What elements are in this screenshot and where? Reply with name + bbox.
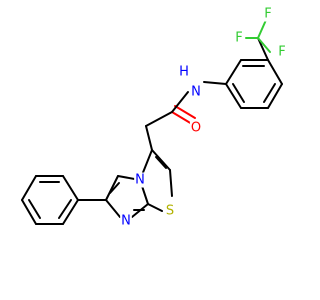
fluorine-label: F <box>278 45 285 60</box>
oxygen-label: O <box>191 121 201 136</box>
fluorine-label: F <box>264 7 271 22</box>
bond <box>58 199 72 219</box>
bond <box>225 59 242 85</box>
atom-label-background <box>164 203 176 219</box>
atom-label-background <box>277 44 287 60</box>
bond <box>62 199 79 225</box>
atom-label-background <box>189 120 203 136</box>
phenyl-ring <box>21 175 79 225</box>
bond <box>28 199 41 219</box>
atom-f-2: F <box>263 6 273 22</box>
atom-label-background <box>190 84 202 100</box>
atom-f-1: F <box>234 30 244 46</box>
bond <box>203 81 227 85</box>
bond <box>267 59 283 85</box>
atom-label-background <box>178 64 190 80</box>
bond <box>257 37 269 61</box>
bond <box>263 83 276 103</box>
bond <box>151 149 171 171</box>
trifluoromethyl-group <box>245 19 271 61</box>
bond <box>155 156 167 169</box>
bond <box>257 19 267 39</box>
bond <box>267 83 283 109</box>
bond <box>257 37 271 53</box>
atom-s-thiazole: S <box>164 203 176 219</box>
bond <box>21 175 37 201</box>
atom-n-imidazole: N <box>120 213 132 229</box>
bond <box>171 91 189 113</box>
bond <box>21 199 37 225</box>
atom-label-background <box>120 213 132 229</box>
bond <box>169 169 173 197</box>
bond <box>147 203 163 212</box>
fluorine-label: F <box>235 31 242 46</box>
atom-n-bridge: N <box>134 172 146 188</box>
aryl-ring <box>225 59 283 109</box>
atom-label-background <box>263 6 273 22</box>
atom-h-amide: H <box>178 64 190 80</box>
bond <box>105 175 119 201</box>
molecule-structure: N H O F F F N N S <box>21 6 287 229</box>
bond <box>145 111 173 127</box>
bond <box>109 182 120 194</box>
atom-n-amide: N <box>190 84 202 100</box>
atom-f-3: F <box>277 44 287 60</box>
hydrogen-label: H <box>179 65 189 80</box>
bond <box>171 111 193 125</box>
acetamide-linker <box>145 81 227 151</box>
bond <box>62 175 79 201</box>
bond <box>105 199 121 218</box>
bond <box>174 105 196 119</box>
atom-label-background <box>134 172 146 188</box>
bond <box>145 125 153 151</box>
sulfur-label: S <box>166 204 174 219</box>
atom-o-carbonyl: O <box>189 120 203 136</box>
bond <box>232 83 245 103</box>
atom-label-background <box>234 30 244 46</box>
nitrogen-label: N <box>135 173 145 188</box>
bond <box>225 83 242 109</box>
nitrogen-label: N <box>121 214 131 229</box>
molecule-diagram: N H O F F F N N S <box>21 6 287 229</box>
nitrogen-label: N <box>191 85 201 100</box>
